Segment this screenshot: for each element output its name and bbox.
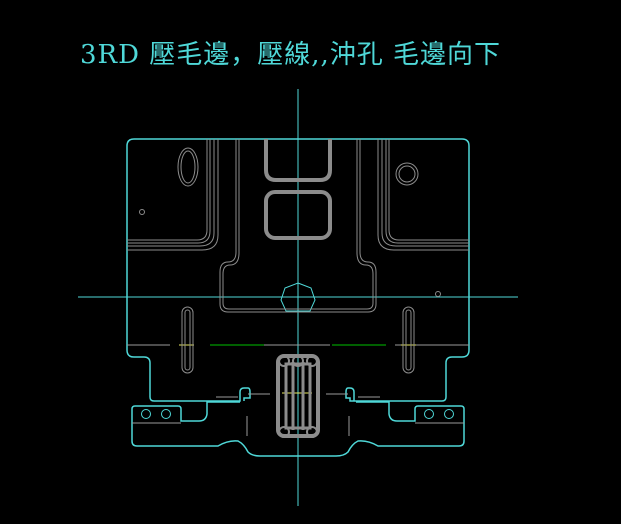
detail-geometry (127, 139, 469, 313)
centerlines (78, 89, 518, 506)
center-pads (264, 139, 332, 240)
hexagon-pilot (280, 282, 316, 312)
slots (181, 306, 415, 374)
drawing-title: 3RD 壓毛邊，壓線,,沖孔 毛邊向下 (80, 40, 502, 70)
bottom-holes (141, 409, 454, 419)
center-punch (276, 354, 320, 438)
part-outline (126, 138, 470, 457)
